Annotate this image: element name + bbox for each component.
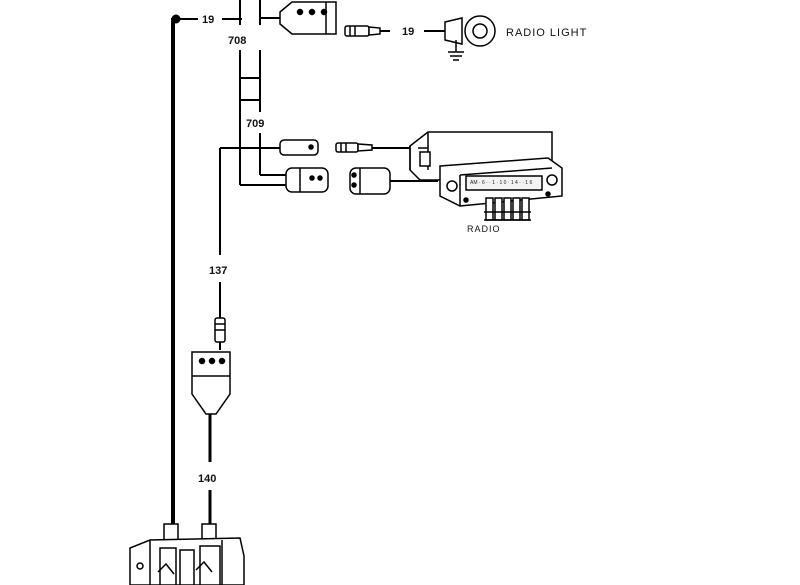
radio-unit bbox=[409, 131, 563, 221]
main-feed-wire bbox=[171, 14, 198, 530]
wire-137-bullet bbox=[214, 317, 226, 343]
wire-label-708: 708 bbox=[228, 35, 246, 47]
wire-label-140: 140 bbox=[198, 473, 216, 485]
radio-power-connector bbox=[285, 167, 438, 195]
bulb-icon bbox=[444, 15, 496, 61]
switch-plug-connector bbox=[191, 351, 231, 415]
top-multi-connector bbox=[279, 1, 337, 35]
radio-label: RADIO bbox=[467, 224, 501, 234]
light-switch-block bbox=[129, 523, 245, 585]
harness-709 bbox=[219, 133, 286, 255]
wire-label-19-top: 19 bbox=[202, 14, 214, 26]
wire-label-709: 709 bbox=[246, 118, 264, 130]
radio-light-bullet-connector bbox=[344, 25, 390, 37]
wire-label-137: 137 bbox=[209, 265, 227, 277]
svg-text:AM · 6 · · 1 · 1 0 · 1 4 · · 1: AM · 6 · · 1 · 1 0 · 1 4 · · 1 6 bbox=[470, 180, 532, 186]
antenna-feed-connector bbox=[279, 139, 373, 156]
wire-label-19-light: 19 bbox=[402, 26, 414, 38]
harness-708 bbox=[239, 0, 288, 186]
radio-light-label: RADIO LIGHT bbox=[506, 27, 587, 39]
